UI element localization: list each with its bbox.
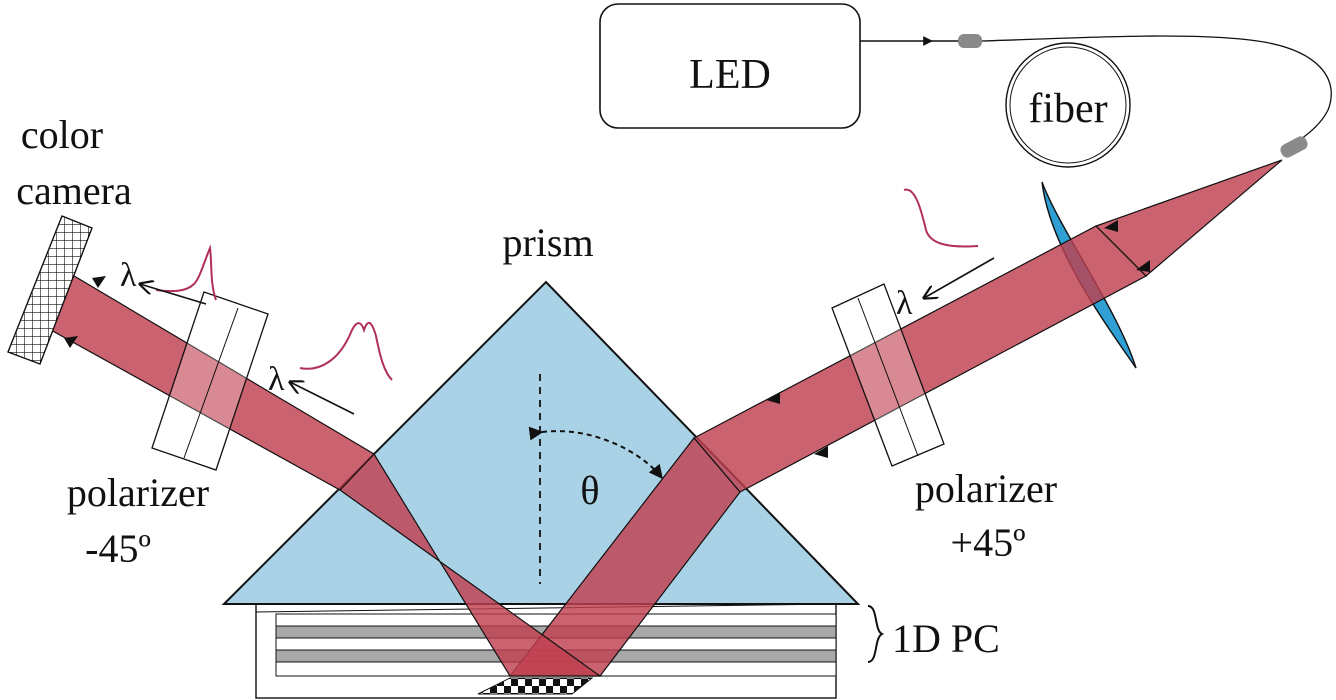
polarizer-left-label-line2: -45º xyxy=(85,526,151,571)
beam-arrows xyxy=(64,220,1150,458)
fiber-cable: fiber xyxy=(860,34,1332,168)
fiber-coil xyxy=(1005,42,1131,168)
polarizer-left-label-line1: polarizer xyxy=(67,470,209,515)
spectrum-left-output: λ xyxy=(120,244,217,305)
camera-label-line1: color xyxy=(21,112,103,157)
polarizer-right: polarizer +45º xyxy=(831,283,1057,565)
pc-label: 1D PC xyxy=(892,616,1000,661)
pc-checker-pattern xyxy=(477,677,594,695)
spectrum-left-reflected: λ xyxy=(268,321,393,415)
camera-label-line2: camera xyxy=(16,168,132,213)
polarizer-right-label-line1: polarizer xyxy=(915,466,1057,511)
pc-brace xyxy=(867,605,885,663)
prism-label: prism xyxy=(502,220,593,265)
fiber-connector-input xyxy=(958,34,982,48)
polarizer-left: polarizer -45º xyxy=(67,291,269,571)
color-camera: color camera xyxy=(7,112,132,365)
fiber-connector-output xyxy=(1280,136,1308,158)
fiber-label: fiber xyxy=(1028,86,1107,132)
light-beam xyxy=(39,159,1283,677)
angle-arc xyxy=(528,426,663,480)
lambda-label-right: λ xyxy=(896,285,913,322)
theta-label: θ xyxy=(580,468,599,513)
lambda-label-middle: λ xyxy=(268,361,285,398)
spectrum-right-input: λ xyxy=(896,188,995,322)
led-label: LED xyxy=(689,52,771,98)
polarizer-right-label-line2: +45º xyxy=(951,520,1026,565)
led-source: LED xyxy=(599,3,861,129)
lambda-label-left: λ xyxy=(120,257,137,294)
